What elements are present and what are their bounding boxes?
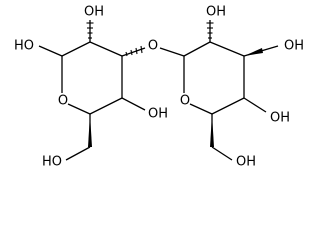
left-c3-hash [125,45,143,57]
glycosidic-oxygen-label: O [148,39,158,54]
left-c2-hydroxyl-label: OH [84,5,104,20]
left-ring-bond-c5-o [67,103,91,115]
right-c2-hydroxyl-label: OH [206,5,226,20]
left-ch2-oh-bond [65,146,91,161]
right-ring-bond-c1-c2 [183,41,211,57]
right-c2-hash [206,22,214,39]
right-c3-wedge [244,48,263,56]
left-anomeric-hydroxyl-label: HO [14,39,34,54]
right-ring-bond-c4-c5 [211,97,245,115]
right-ring-bond-c2-c3 [209,41,245,57]
right-ch2oh-label: OH [236,155,256,170]
left-ring-bond-c2-c3 [89,41,123,57]
glycosidic-bond-right [159,47,185,57]
right-ring-oxygen-label: O [180,94,190,109]
left-c4-hydroxyl-bond [121,97,146,111]
right-ring [183,41,245,115]
left-ch2oh-label: HO [42,155,62,170]
left-c5-wedge [88,114,92,147]
right-c4-hydroxyl-label: OH [270,111,290,126]
left-c1-hydroxyl-bond [38,45,63,57]
left-ring-oxygen-label: O [58,94,68,109]
right-ring-bond-c5-o [189,103,213,115]
left-ring-bond-c4-c5 [89,97,123,115]
right-c5-wedge [210,114,214,147]
right-c4-hydroxyl-bond [243,97,267,113]
left-ring-bond-c1-c2 [61,41,91,57]
right-c3-hydroxyl-label: OH [284,39,304,54]
left-ring [61,41,123,115]
right-ch2-oh-bond [211,146,233,161]
left-c2-hash [86,22,94,39]
left-c4-hydroxyl-label: OH [148,107,168,122]
disaccharide-structure: OH HO O OH OH O O OH OH HO OH [14,5,304,170]
